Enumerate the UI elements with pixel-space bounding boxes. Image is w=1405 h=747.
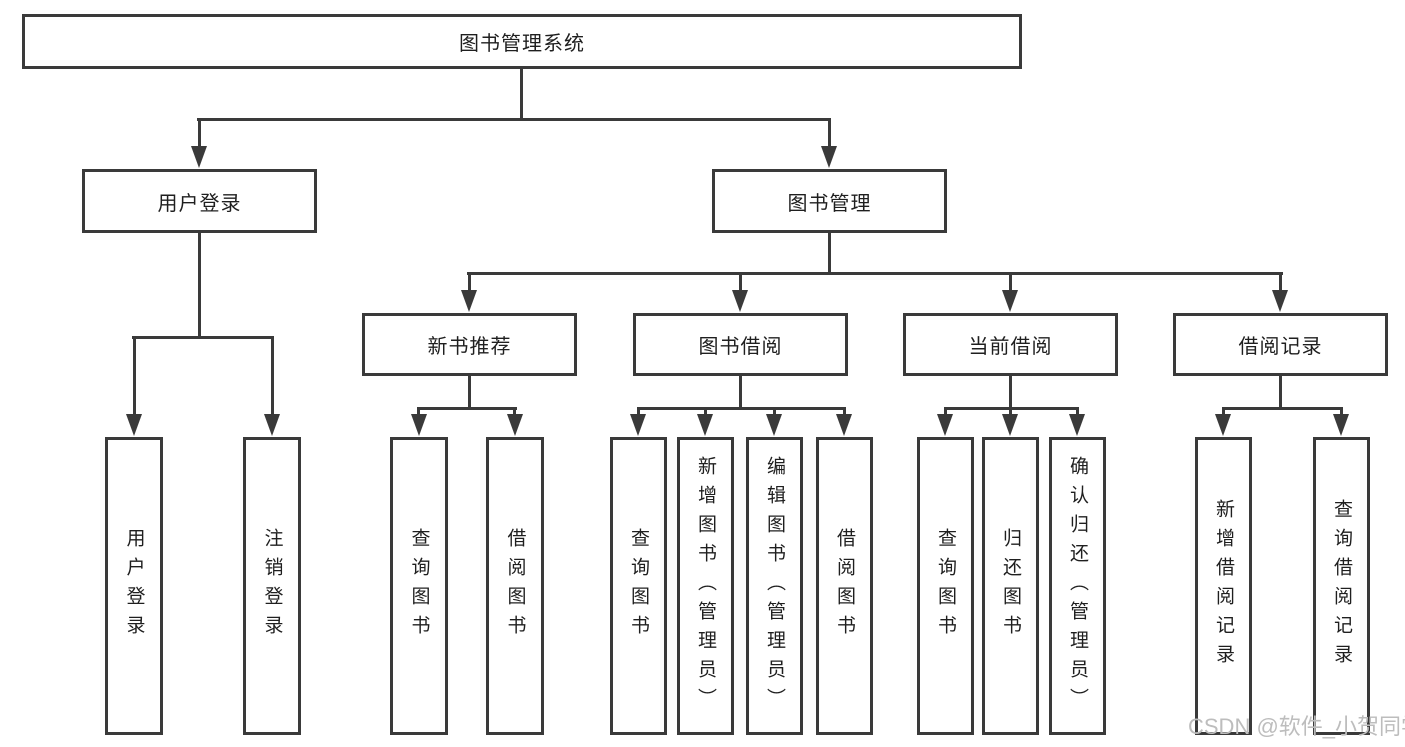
node-new-book-recommendation: 新书推荐 (362, 313, 577, 376)
arrowhead (821, 146, 837, 168)
node-label: 新增图书（管理员） (695, 455, 716, 717)
node-current-borrowing: 当前借阅 (903, 313, 1118, 376)
connector-line (1222, 407, 1343, 410)
connector-line (739, 375, 742, 409)
connector-line (468, 375, 471, 409)
arrowhead (191, 146, 207, 168)
connector-line (197, 118, 831, 121)
node-label: 用户登录 (157, 192, 242, 215)
connector-line (417, 407, 517, 410)
node-label: 归还图书 (1000, 528, 1021, 644)
arrowhead (411, 414, 427, 436)
node-label: 当前借阅 (968, 336, 1053, 358)
arrowhead (1002, 414, 1018, 436)
connector-line (637, 407, 640, 416)
connector-line (271, 336, 274, 416)
node-leaf-logout: 注销登录 (243, 437, 301, 735)
node-leaf-borrow-books-recommend: 借阅图书 (486, 437, 544, 735)
node-leaf-borrow-books: 借阅图书 (816, 437, 873, 735)
node-label: 借阅图书 (504, 528, 526, 644)
connector-line (704, 407, 707, 416)
connector-line (1076, 407, 1079, 416)
node-borrowing-records: 借阅记录 (1173, 313, 1388, 376)
node-label: 借阅图书 (834, 528, 855, 644)
arrowhead (766, 414, 782, 436)
arrowhead (732, 290, 748, 312)
connector-line (1279, 272, 1282, 292)
connector-line (1009, 375, 1012, 409)
node-leaf-query-books-recommend: 查询图书 (390, 437, 448, 735)
arrowhead (1272, 290, 1288, 312)
connector-line (1340, 407, 1343, 416)
arrowhead (937, 414, 953, 436)
node-label: 用户登录 (123, 528, 145, 644)
arrowhead (507, 414, 523, 436)
arrowhead (264, 414, 280, 436)
arrowhead (461, 290, 477, 312)
arrowhead (1215, 414, 1231, 436)
node-library-management-system: 图书管理系统 (22, 14, 1022, 69)
node-label: 新书推荐 (427, 336, 512, 358)
node-leaf-query-books-borrow: 查询图书 (610, 437, 667, 735)
connector-line (468, 272, 471, 292)
node-user-login: 用户登录 (82, 169, 317, 233)
connector-line (637, 407, 846, 410)
connector-line (520, 68, 523, 120)
connector-line (198, 232, 201, 338)
arrowhead (1069, 414, 1085, 436)
connector-line (1279, 375, 1282, 409)
connector-line (467, 272, 1283, 275)
connector-line (828, 233, 831, 274)
connector-line (944, 407, 947, 416)
arrowhead (630, 414, 646, 436)
node-leaf-add-borrow-record: 新增借阅记录 (1195, 437, 1252, 735)
node-label: 借阅记录 (1238, 336, 1323, 358)
node-leaf-query-borrow-record: 查询借阅记录 (1313, 437, 1370, 735)
node-book-borrowing: 图书借阅 (633, 313, 848, 376)
node-label: 查询图书 (628, 528, 649, 644)
node-label: 查询借阅记录 (1331, 499, 1352, 673)
node-leaf-user-login: 用户登录 (105, 437, 163, 735)
node-leaf-query-books-current: 查询图书 (917, 437, 974, 735)
node-leaf-confirm-return-admin: 确认归还（管理员） (1049, 437, 1106, 735)
node-label: 查询图书 (935, 528, 956, 644)
connector-line (1009, 272, 1012, 292)
node-label: 图书管理系统 (459, 33, 585, 55)
node-leaf-add-books-admin: 新增图书（管理员） (677, 437, 734, 735)
node-label: 注销登录 (261, 528, 283, 644)
arrowhead (1333, 414, 1349, 436)
connector-line (1222, 407, 1225, 416)
connector-line (133, 336, 136, 416)
node-leaf-return-books: 归还图书 (982, 437, 1039, 735)
connector-line (828, 118, 831, 146)
csdn-watermark: CSDN @软件_小贺同学 (1188, 714, 1405, 739)
arrowhead (1002, 290, 1018, 312)
node-label: 图书管理 (787, 192, 872, 215)
node-leaf-edit-books-admin: 编辑图书（管理员） (746, 437, 803, 735)
node-label: 编辑图书（管理员） (764, 455, 785, 717)
node-book-management: 图书管理 (712, 169, 947, 233)
arrowhead (697, 414, 713, 436)
connector-line (198, 118, 201, 146)
connector-line (132, 336, 274, 339)
connector-line (773, 407, 776, 416)
node-label: 确认归还（管理员） (1067, 455, 1088, 717)
node-label: 查询图书 (408, 528, 430, 644)
connector-line (1009, 407, 1012, 416)
connector-line (843, 407, 846, 416)
connector-line (417, 407, 420, 416)
connector-line (513, 407, 516, 416)
node-label: 图书借阅 (698, 336, 783, 358)
arrowhead (836, 414, 852, 436)
arrowhead (126, 414, 142, 436)
connector-line (739, 272, 742, 292)
node-label: 新增借阅记录 (1213, 499, 1234, 673)
